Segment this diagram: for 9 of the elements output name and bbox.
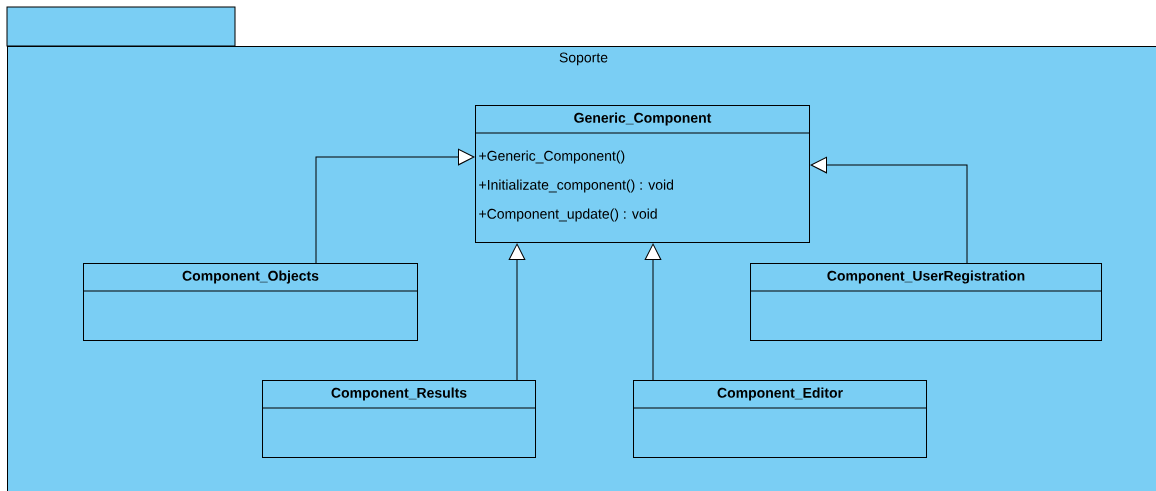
inheritance-arrow [315,148,475,264]
class-box: Component_Objects [83,263,418,341]
inheritance-arrow [508,243,526,381]
inheritance-arrow [810,156,968,264]
class-box: Component_Results [262,380,536,458]
class-box: Component_UserRegistration [750,263,1102,341]
inheritance-arrow [644,243,662,381]
class-box: Generic_Component +Generic_Component() +Initializate_component() : void +Component_update() : void [475,105,810,243]
class-box: Component_Editor [633,380,927,458]
